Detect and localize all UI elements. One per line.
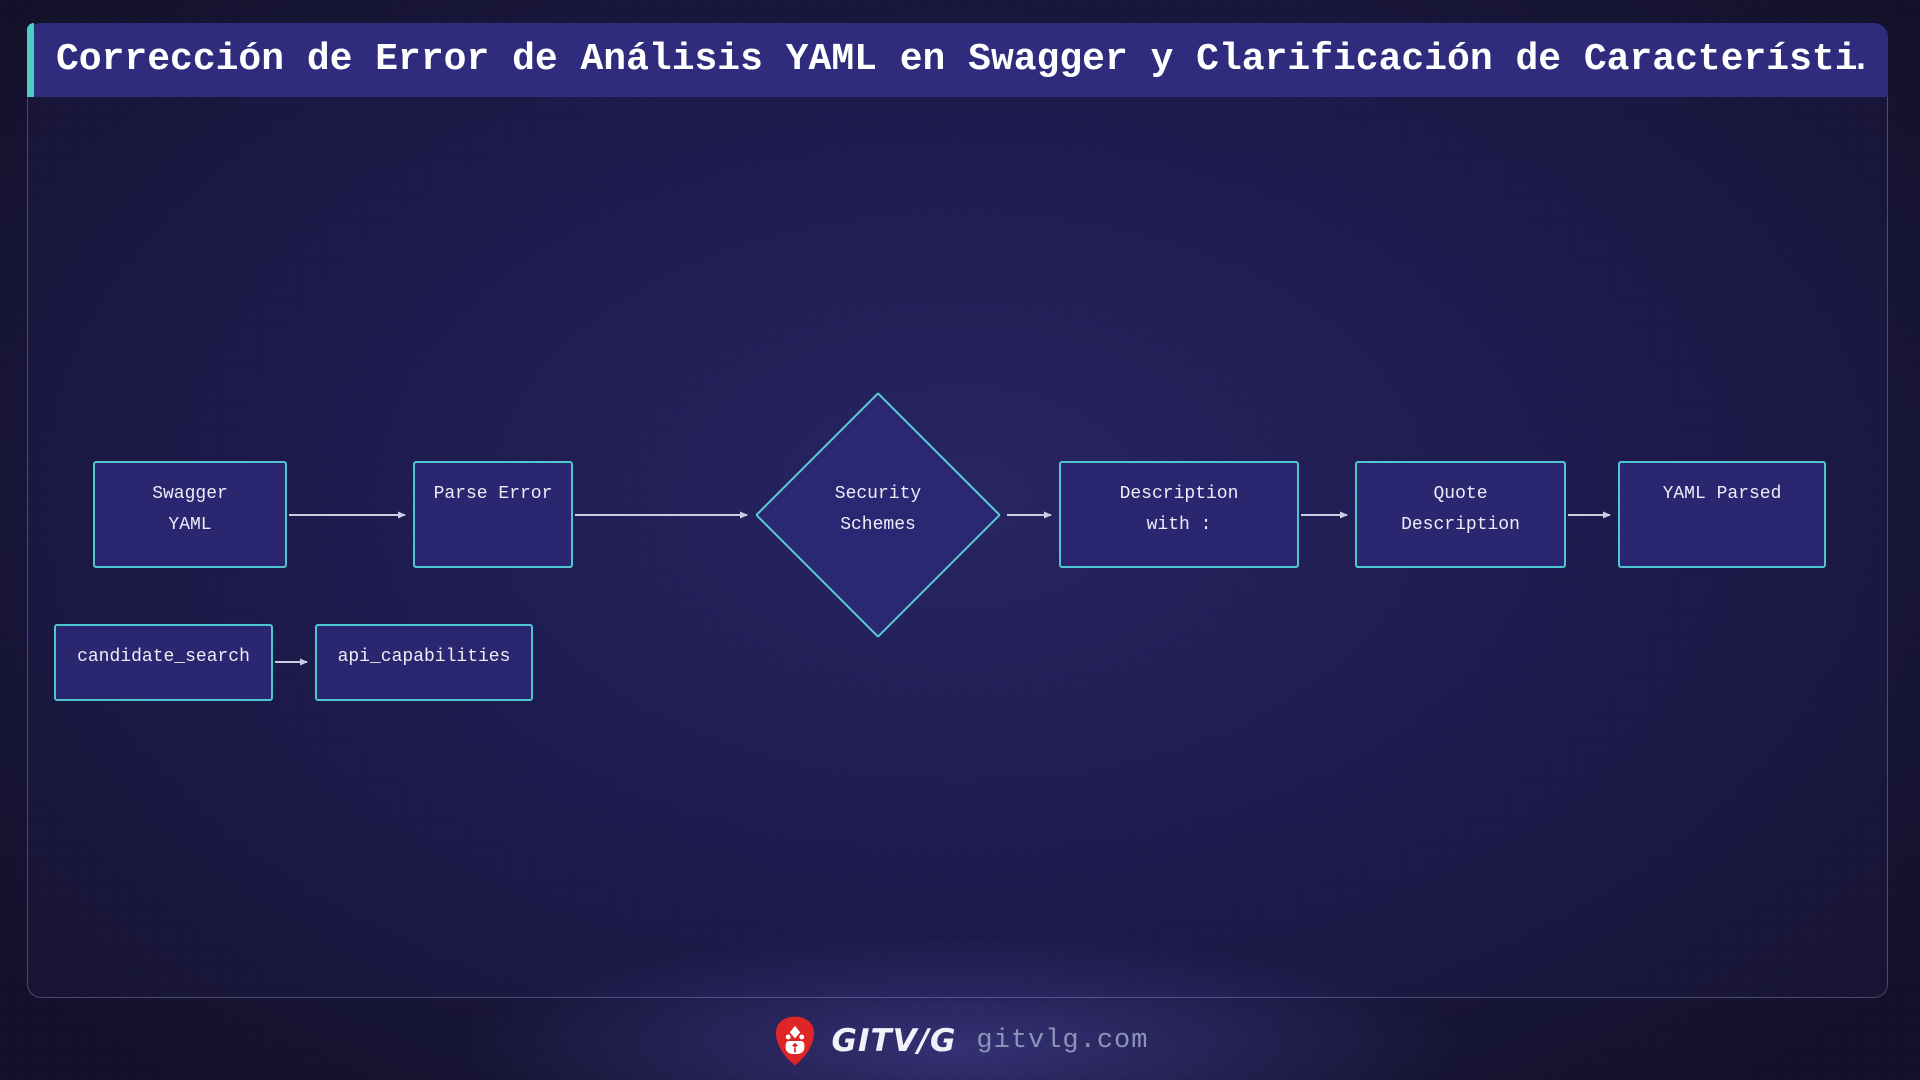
node-label: Parse Error: [433, 483, 553, 504]
node-label: api_capabilities: [337, 647, 511, 667]
node-label: Description: [1401, 514, 1520, 535]
node-label: Description: [1119, 483, 1239, 504]
node-candidate-search: candidate_search: [54, 624, 273, 701]
node-swagger-yaml: Swagger YAML: [93, 461, 287, 568]
node-label: with :: [1146, 514, 1212, 535]
node-label: Security: [834, 484, 922, 504]
node-security-schemes-decision: Security Schemes: [754, 391, 1002, 639]
title-accent-bar: [27, 23, 34, 97]
lion-icon: [775, 1016, 814, 1066]
node-description-with-colon: Description with :: [1059, 461, 1299, 568]
node-label: YAML Parsed: [1662, 483, 1782, 504]
node-label: YAML: [168, 514, 212, 535]
node-label: candidate_search: [77, 647, 250, 667]
node-quote-description: Quote Description: [1355, 461, 1566, 568]
footer-brand-link[interactable]: GITV/G gitvlg.com: [772, 1015, 1149, 1067]
node-label: Quote: [1433, 483, 1488, 504]
title-bar: Corrección de Error de Análisis YAML en …: [27, 23, 1888, 97]
site-domain: gitvlg.com: [976, 1026, 1149, 1056]
footer: GITV/G gitvlg.com: [0, 1002, 1920, 1080]
node-yaml-parsed: YAML Parsed: [1618, 461, 1826, 568]
node-api-capabilities: api_capabilities: [315, 624, 533, 701]
node-label: Swagger: [152, 483, 228, 504]
page-title: Corrección de Error de Análisis YAML en …: [56, 38, 1866, 81]
node-label: Schemes: [840, 515, 916, 535]
brand-name: GITV/G: [831, 1023, 957, 1059]
node-parse-error: Parse Error: [413, 461, 573, 568]
